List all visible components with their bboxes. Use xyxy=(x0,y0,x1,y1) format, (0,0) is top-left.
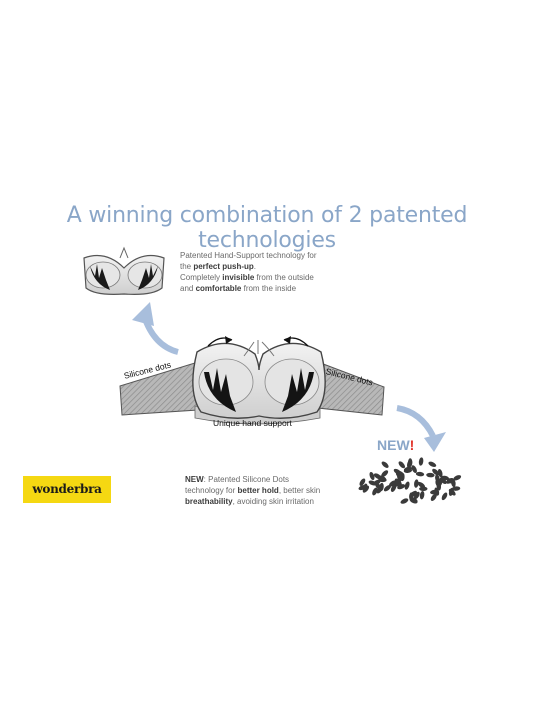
silicone-dot xyxy=(409,490,417,498)
hand-support-label: Unique hand support xyxy=(213,418,292,428)
arrow-to-dots-icon xyxy=(396,405,446,452)
silicone-dot xyxy=(417,481,425,488)
silicone-dot xyxy=(404,481,410,490)
silicone-dot xyxy=(390,484,397,492)
page-title: A winning combination of 2 patented tech… xyxy=(66,203,468,253)
silicone-dot xyxy=(426,472,435,478)
silicone-dot xyxy=(381,470,389,477)
new-badge: NEW! xyxy=(377,437,415,453)
desc-line: and comfortable from the inside xyxy=(180,284,297,293)
silicone-dot xyxy=(381,461,389,468)
bra-band xyxy=(119,361,385,425)
silicone-dot xyxy=(451,486,461,491)
silicone-dot xyxy=(409,498,418,504)
silicone-dot xyxy=(383,485,391,492)
silicone-dot xyxy=(376,486,383,494)
silicone-dot xyxy=(446,478,455,484)
silicone-dot xyxy=(436,482,442,491)
silicone-dot xyxy=(430,493,437,501)
desc-line: Patented Hand-Support technology for xyxy=(180,251,317,260)
silicone-dot xyxy=(397,470,405,477)
main-bra-icon xyxy=(192,336,326,419)
silicone-dots-icon xyxy=(358,457,462,504)
silicone-dot xyxy=(441,492,448,501)
silicone-dot xyxy=(437,468,443,478)
silicone-dot xyxy=(419,491,425,500)
silicone-dot xyxy=(373,479,381,486)
silicone-dot xyxy=(388,480,397,487)
silicone-dot xyxy=(411,465,417,473)
silicone-dot xyxy=(403,466,413,472)
desc-line: Completely invisible from the outside xyxy=(180,273,314,282)
silicone-dot xyxy=(440,475,449,481)
wonderbra-logo: wonderbra xyxy=(23,476,111,503)
silicone-dot xyxy=(448,488,456,496)
silicone-dot xyxy=(398,461,406,469)
silicone-dot xyxy=(372,487,378,496)
silicone-dot xyxy=(408,458,413,467)
desc-line: the perfect push-up. xyxy=(180,262,257,271)
small-bra-icon xyxy=(83,246,165,295)
silicone-dot xyxy=(400,498,409,504)
arrow-to-top-icon xyxy=(132,302,179,355)
silicone-dot xyxy=(413,491,420,500)
silicone-dot xyxy=(453,475,462,481)
silicone-dot xyxy=(428,461,437,468)
desc-line: technology for better hold, better skin xyxy=(185,486,321,495)
silicone-dot xyxy=(432,468,440,476)
desc-line: breathability, avoiding skin irritation xyxy=(185,497,314,506)
silicone-dot xyxy=(419,486,428,491)
silicone-dot xyxy=(414,479,419,488)
silicone-dot xyxy=(378,477,387,483)
desc-line: NEW: Patented Silicone Dots xyxy=(185,475,290,484)
silicone-dot xyxy=(362,485,370,493)
silicone-dots-description: NEW: Patented Silicone Dots technology f… xyxy=(185,474,360,507)
silicone-dot xyxy=(418,457,424,466)
hand-support-description: Patented Hand-Support technology for the… xyxy=(180,250,370,294)
silicone-dot xyxy=(359,478,366,486)
silicone-dot xyxy=(369,471,375,481)
silicone-dot xyxy=(415,471,425,477)
